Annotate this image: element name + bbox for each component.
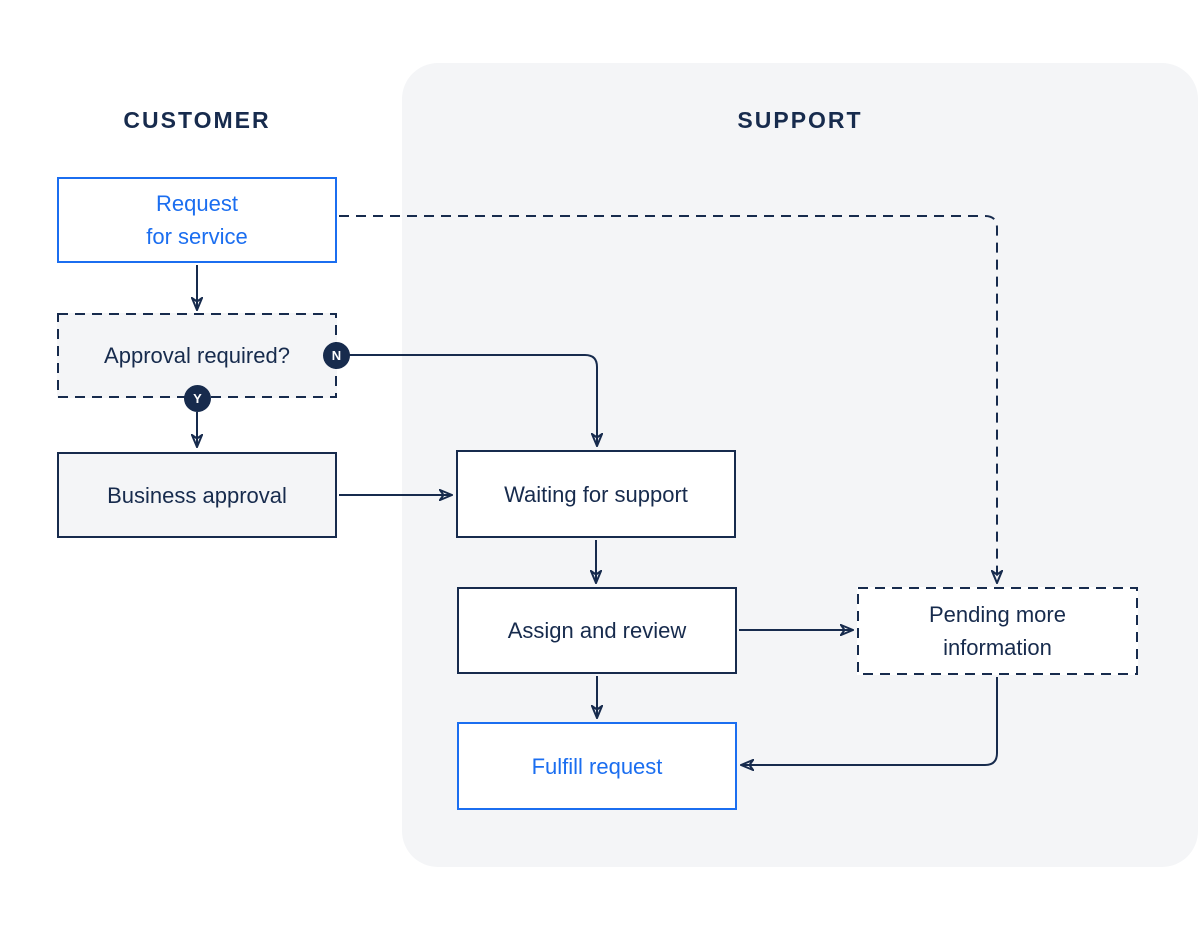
node-approval-required-label: Approval required? [104, 343, 290, 368]
badge-no-label: N [331, 348, 342, 363]
lane-header-customer: CUSTOMER [123, 107, 271, 133]
node-assign-and-review-label: Assign and review [507, 618, 687, 643]
node-waiting-for-support-label: Waiting for support [504, 481, 688, 507]
badge-no: N [323, 342, 350, 369]
node-fulfill-request-label: Fulfill request [531, 753, 663, 779]
node-pending-more-information-label: Pending more information [929, 602, 1066, 660]
node-business-approval-label: Business approval [107, 482, 287, 508]
node-business-approval: Business approval [57, 452, 337, 538]
lane-header-support: SUPPORT [737, 107, 863, 133]
node-fulfill-request: Fulfill request [457, 722, 737, 810]
node-waiting-for-support: Waiting for support [456, 450, 736, 538]
node-request-for-service-label: Request for service [146, 191, 248, 249]
node-request-for-service: Request for service [57, 177, 337, 263]
node-pending-more-information: Pending more information [857, 587, 1138, 675]
badge-yes-label: Y [193, 391, 202, 406]
badge-yes: Y [184, 385, 211, 412]
node-assign-and-review: Assign and review [457, 587, 737, 674]
